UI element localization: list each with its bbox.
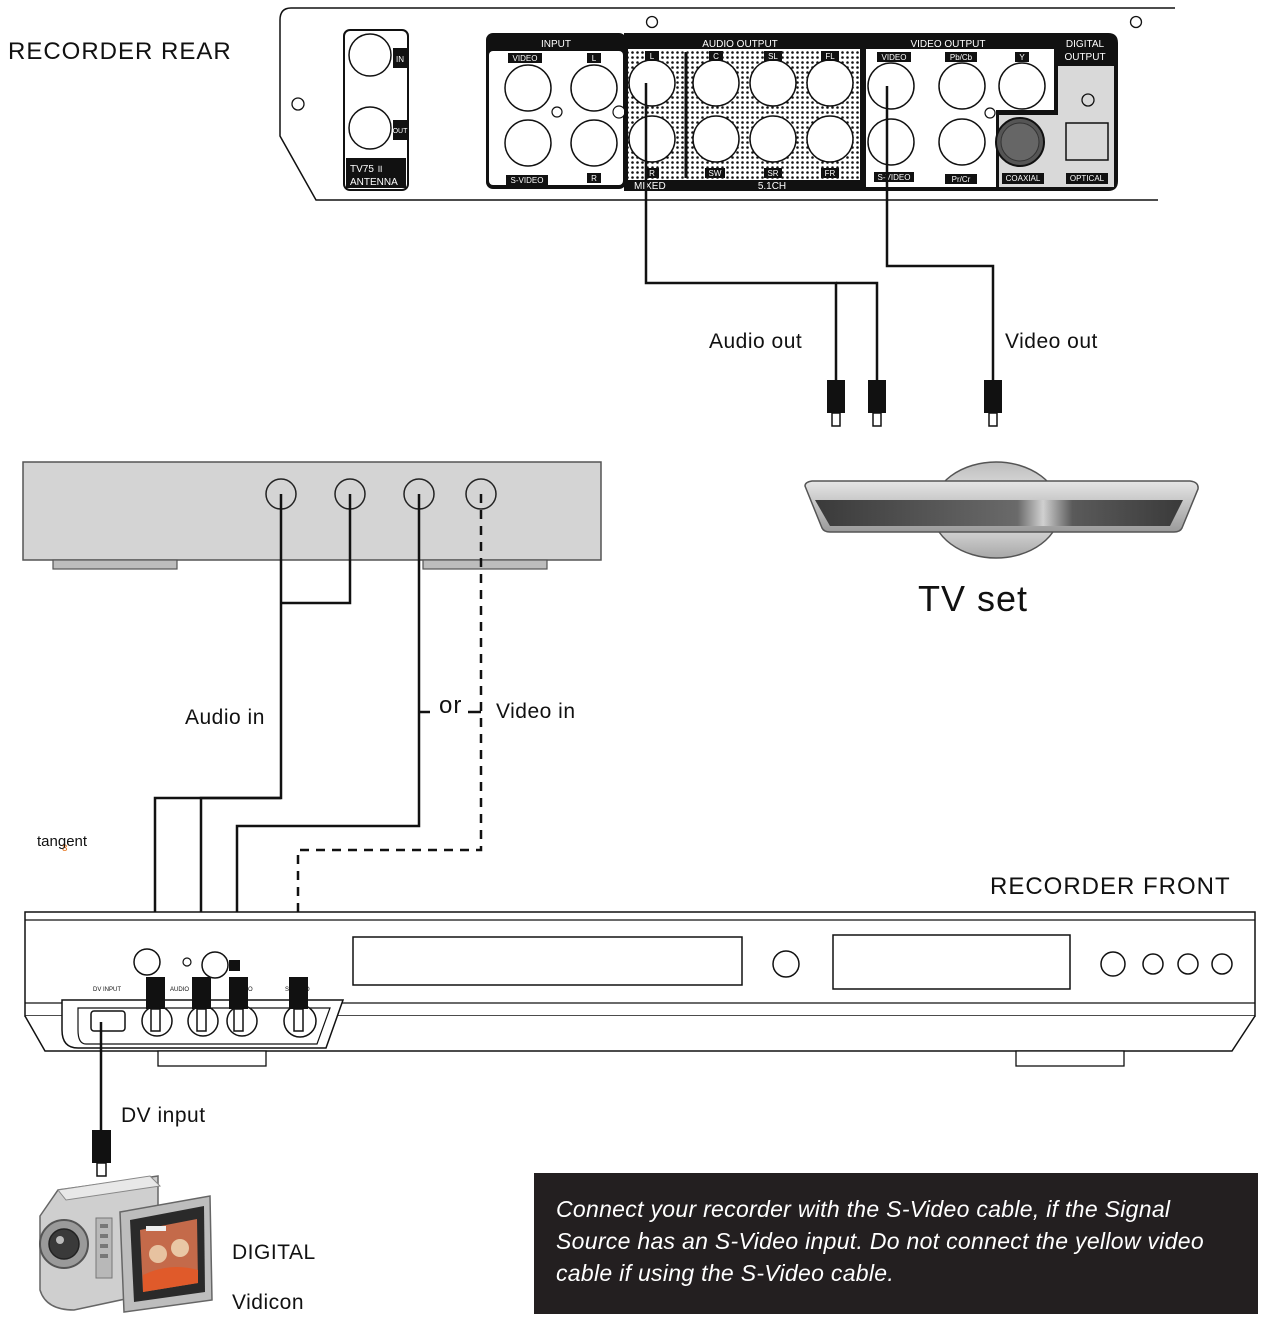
antenna-label: ANTENNA bbox=[350, 177, 398, 188]
ao-sl-label: SL bbox=[768, 52, 778, 61]
camcorder-icon bbox=[39, 1175, 213, 1313]
source-svideo-jack bbox=[465, 478, 497, 510]
front-button-1 bbox=[1100, 951, 1126, 977]
front-dv-input-label: DV INPUT bbox=[93, 987, 121, 993]
video-in-cable bbox=[235, 494, 430, 980]
audio-output-title: AUDIO OUTPUT bbox=[702, 39, 778, 50]
ao-fr-label: FR bbox=[825, 169, 836, 178]
recorder-rear-label: RECORDER REAR bbox=[8, 38, 232, 65]
tangent-label: tangent bbox=[37, 833, 88, 850]
audio-in-label: Audio in bbox=[185, 706, 265, 729]
antenna-tv-label: TV75 ॥ bbox=[350, 164, 383, 175]
rca-plug-front-audio-left bbox=[146, 977, 165, 1032]
audio-output-block: AUDIO OUTPUT L C SL FL R SW bbox=[624, 33, 864, 192]
recorder-rear-panel: IN OUT TV75 ॥ ANTENNA INPUT VIDEO L S-VI… bbox=[279, 7, 1175, 201]
ao-fl-label: FL bbox=[825, 52, 835, 61]
audio-in-cable bbox=[153, 494, 352, 980]
vo-prcr-label: Pr/Cr bbox=[952, 175, 971, 184]
audio-out-cable bbox=[644, 83, 879, 382]
input-r-label: R bbox=[591, 174, 597, 183]
front-button-2 bbox=[1142, 953, 1164, 975]
rca-plug-audio-right bbox=[868, 380, 886, 427]
tv-set-label: TV set bbox=[918, 578, 1029, 619]
digital-label: DIGITAL bbox=[232, 1241, 316, 1264]
input-title: INPUT bbox=[541, 39, 571, 50]
rca-plug-front-video bbox=[229, 977, 248, 1032]
source-device bbox=[22, 461, 602, 570]
antenna-block: IN OUT TV75 ॥ ANTENNA bbox=[343, 29, 409, 191]
svideo-in-cable bbox=[296, 494, 483, 980]
video-in-label: Video in bbox=[496, 700, 576, 723]
antenna-out-label: OUT bbox=[393, 128, 409, 135]
ao-mixed-label: MIXED bbox=[634, 181, 666, 192]
s-video-note: Connect your recorder with the S-Video c… bbox=[534, 1173, 1258, 1314]
coaxial-label: COAXIAL bbox=[1006, 174, 1041, 183]
recorder-front-label: RECORDER FRONT bbox=[990, 873, 1231, 900]
digital-output-label-1: DIGITAL bbox=[1066, 39, 1105, 50]
dv-input-label: DV input bbox=[121, 1104, 206, 1127]
vo-y-label: Y bbox=[1019, 53, 1025, 62]
front-button-3 bbox=[1177, 953, 1199, 975]
ao-sr-label: SR bbox=[767, 169, 778, 178]
tangent-accent-mark: ɜ bbox=[62, 840, 68, 854]
ao-sw-label: SW bbox=[709, 169, 722, 178]
video-output-title: VIDEO OUTPUT bbox=[910, 39, 985, 50]
ao-c-label: C bbox=[713, 52, 719, 61]
front-dv-port bbox=[90, 1010, 126, 1032]
rca-plug-front-audio-right bbox=[192, 977, 211, 1032]
input-l-label: L bbox=[592, 54, 597, 63]
antenna-in-label: IN bbox=[396, 55, 404, 64]
rca-plug-video bbox=[984, 380, 1002, 427]
digital-output-label-2: OUTPUT bbox=[1064, 52, 1105, 63]
or-label: or bbox=[439, 692, 463, 719]
input-svideo-label: S-VIDEO bbox=[511, 176, 544, 185]
digital-output-block: DIGITAL OUTPUT COAXIAL OPTICAL bbox=[995, 33, 1118, 191]
input-block: INPUT VIDEO L S-VIDEO R bbox=[486, 33, 626, 189]
front-button-4 bbox=[1211, 953, 1233, 975]
video-out-label: Video out bbox=[1005, 330, 1098, 353]
ao-51ch-label: 5.1CH bbox=[758, 181, 786, 192]
dv-cable bbox=[92, 1022, 111, 1177]
vo-svideo-label: S-VIDEO bbox=[878, 173, 911, 182]
vidicon-label: Vidicon bbox=[232, 1291, 304, 1314]
tv-set bbox=[804, 461, 1199, 559]
plug-front-svideo bbox=[289, 977, 308, 1032]
ao-r-label: R bbox=[649, 169, 655, 178]
ao-l-label: L bbox=[650, 52, 655, 61]
rca-plug-audio-left bbox=[827, 380, 845, 427]
front-audio-label: AUDIO bbox=[170, 987, 189, 993]
video-out-cable bbox=[885, 86, 995, 382]
audio-out-label: Audio out bbox=[709, 330, 803, 353]
vo-video-label: VIDEO bbox=[882, 53, 907, 62]
input-video-label: VIDEO bbox=[513, 54, 538, 63]
optical-label: OPTICAL bbox=[1070, 174, 1105, 183]
vo-pbcb-label: Pb/Cb bbox=[950, 53, 973, 62]
